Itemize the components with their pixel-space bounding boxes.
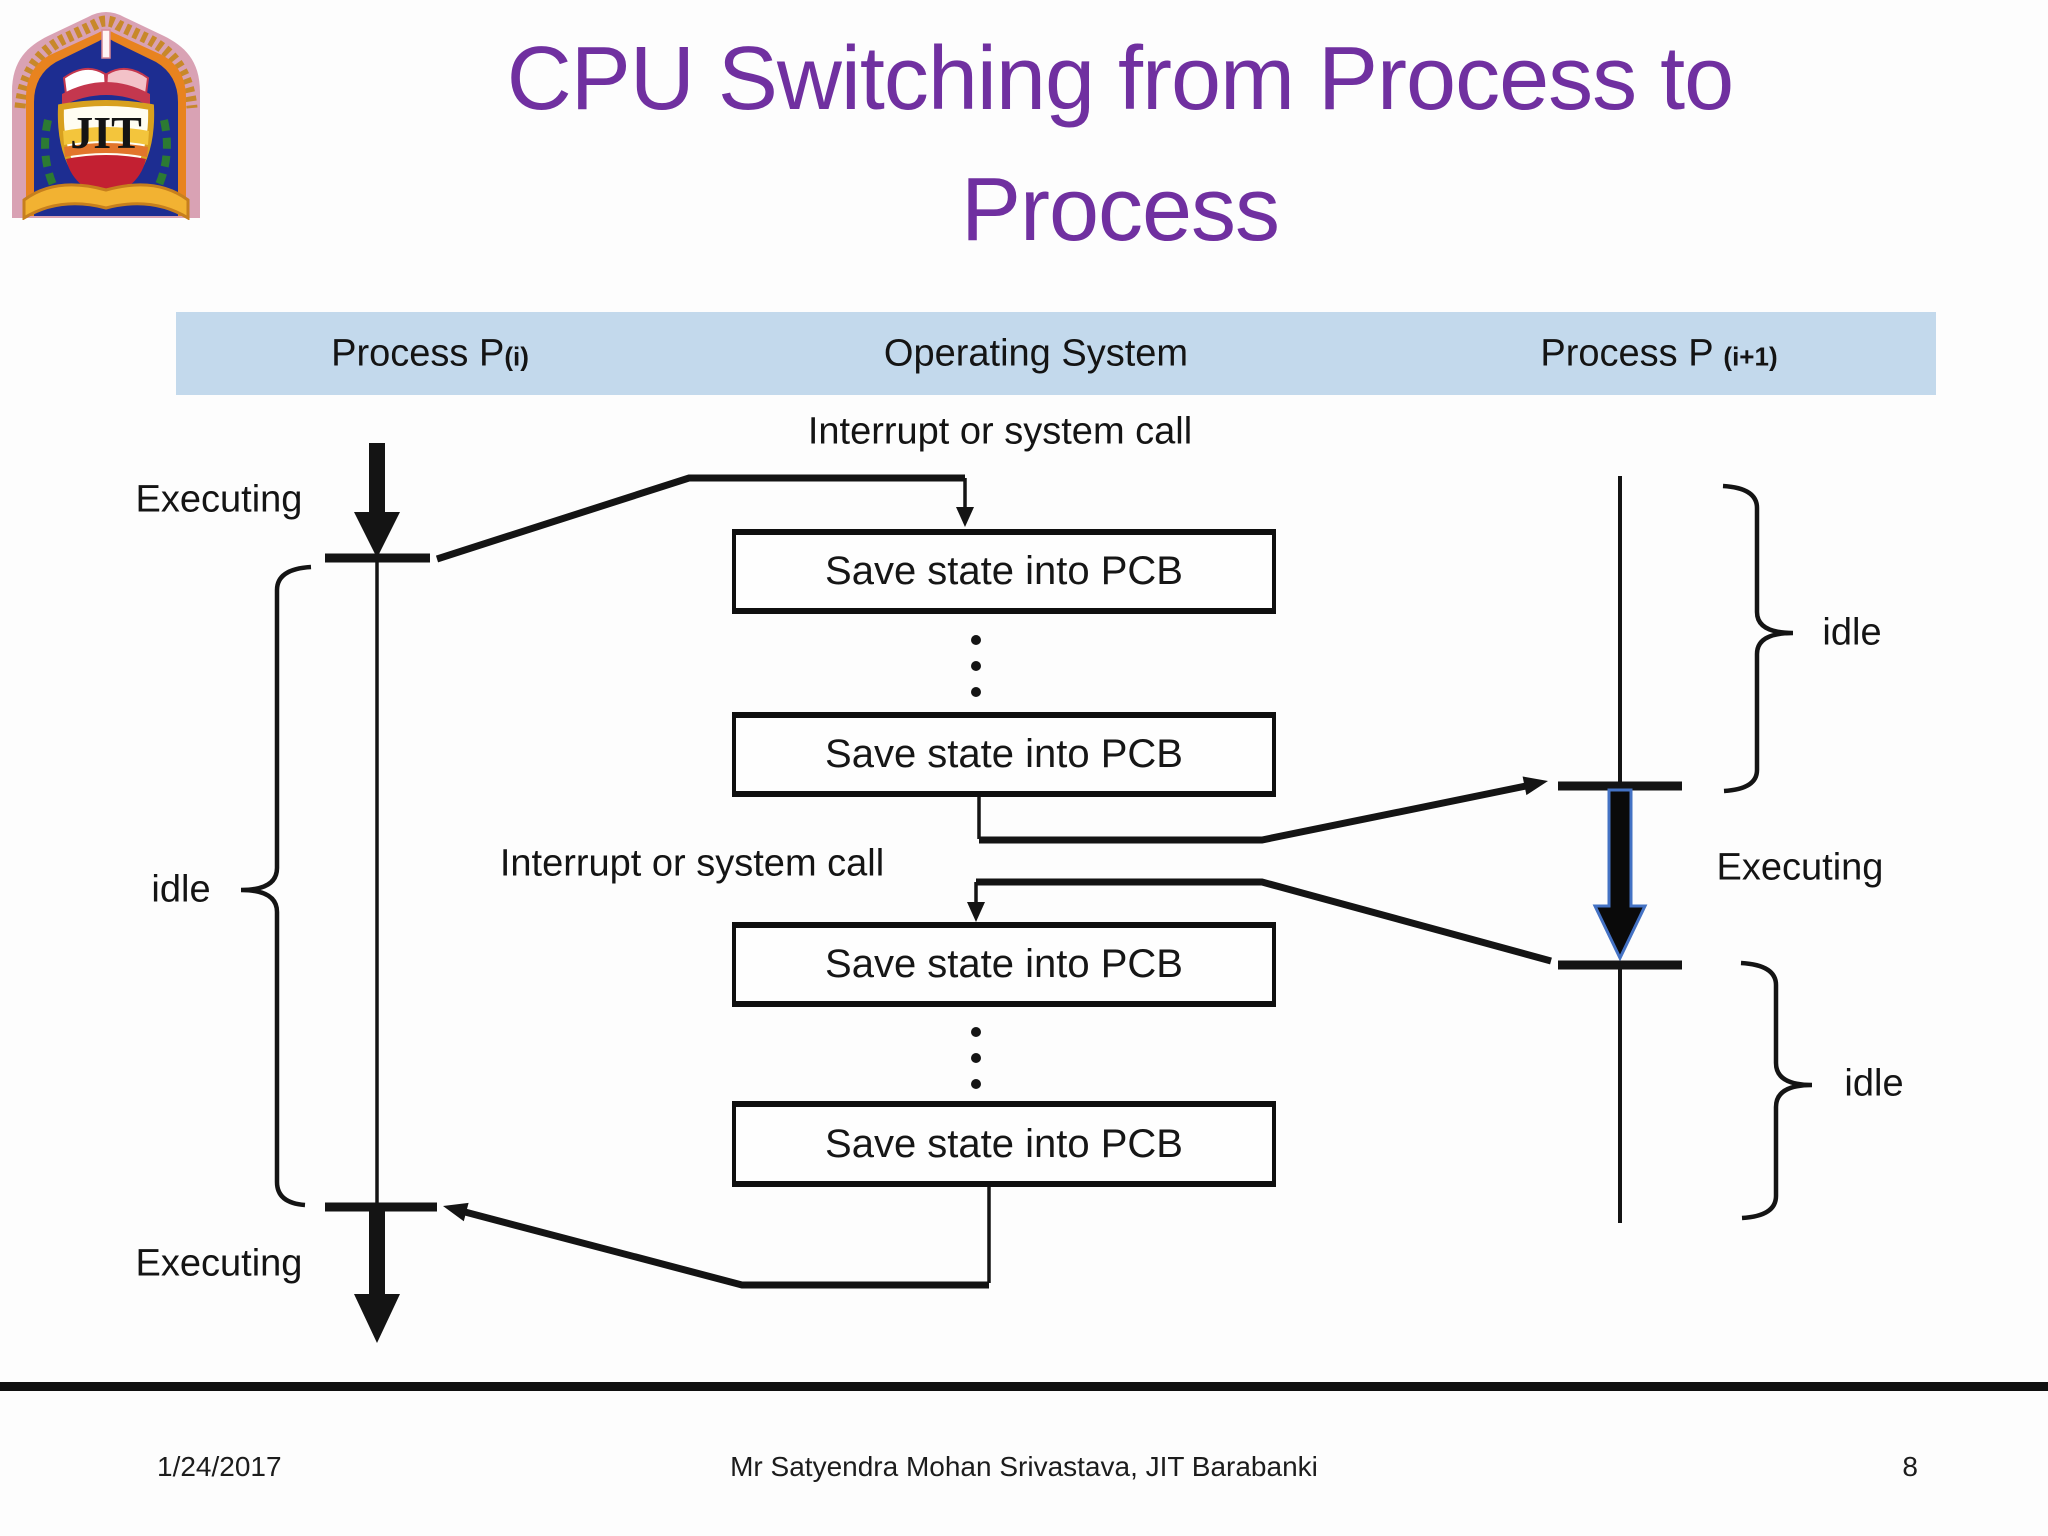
save-state-box-2: Save state into PCB bbox=[732, 712, 1276, 797]
slide-title-line1: CPU Switching from Process to bbox=[506, 29, 1734, 129]
column-header-os-text: Operating System bbox=[883, 332, 1189, 374]
footer-credit: Mr Satyendra Mohan Srivastava, JIT Barab… bbox=[730, 1451, 1318, 1482]
logo-ribbon bbox=[22, 183, 190, 220]
logo-book-base bbox=[62, 82, 150, 106]
column-header-process-i-sub: (i) bbox=[504, 341, 529, 371]
left-timeline-executing-arrow-top bbox=[354, 443, 400, 558]
logo-shield-band-orange bbox=[64, 143, 148, 157]
right-idle-brace-bottom bbox=[1740, 960, 1813, 1221]
left-idle-brace bbox=[240, 564, 312, 1208]
dispatch-path-right-arrowhead-icon bbox=[1522, 776, 1548, 796]
right-idle-brace-top bbox=[1722, 483, 1794, 794]
interrupt-path-2 bbox=[976, 878, 1552, 965]
column-header-process-i1-text: Process P bbox=[1540, 332, 1724, 374]
right-idle-label-bottom: idle bbox=[1844, 1062, 1904, 1105]
column-header-os: Operating System bbox=[884, 332, 1188, 375]
save-state-box-1-label: Save state into PCB bbox=[825, 549, 1183, 593]
left-idle-label: idle bbox=[151, 868, 211, 911]
save-state-box-4: Save state into PCB bbox=[732, 1101, 1276, 1187]
slide-title-line2: Process bbox=[960, 160, 1280, 260]
dispatch-path-left bbox=[464, 1208, 989, 1289]
right-timeline-executing-arrow bbox=[1592, 788, 1648, 962]
dispatch-path-left-arrowhead-icon bbox=[443, 1202, 469, 1222]
institution-logo-icon: JIT bbox=[12, 12, 200, 220]
column-header-process-i1: Process P (i+1) bbox=[1540, 332, 1777, 375]
logo-shield-band-gold bbox=[63, 127, 149, 145]
interrupt-label-top: Interrupt or system call bbox=[807, 410, 1193, 453]
footer-page-number: 8 bbox=[1902, 1451, 1918, 1482]
logo-gold-trim bbox=[14, 15, 198, 109]
logo-shield-red bbox=[66, 155, 146, 200]
logo-candle bbox=[101, 29, 111, 59]
dispatch-path-right bbox=[979, 782, 1527, 844]
interrupt-path-2-arrowhead-icon bbox=[967, 902, 985, 922]
column-header-process-i-text: Process P bbox=[331, 332, 505, 374]
right-executing-label: Executing bbox=[1716, 846, 1884, 889]
save-state-box-1: Save state into PCB bbox=[732, 529, 1276, 614]
interrupt-path-1 bbox=[435, 474, 965, 563]
footer-date: 1/24/2017 bbox=[157, 1451, 282, 1482]
slide-title: CPU Switching from Process to Process bbox=[210, 14, 2030, 276]
left-timeline-executing-arrow-bottom bbox=[354, 1207, 400, 1343]
save-state-box-2-label: Save state into PCB bbox=[825, 732, 1183, 776]
logo-monogram: JIT bbox=[70, 107, 142, 158]
right-idle-label-top: idle bbox=[1822, 611, 1882, 654]
save-state-box-4-label: Save state into PCB bbox=[825, 1121, 1183, 1166]
ellipsis-dots-bottom bbox=[971, 1027, 981, 1089]
interrupt-label-middle: Interrupt or system call bbox=[499, 842, 885, 885]
interrupt-path-1-arrowhead-icon bbox=[956, 507, 974, 527]
save-state-box-3: Save state into PCB bbox=[732, 922, 1276, 1007]
column-header-process-i: Process P(i) bbox=[331, 332, 529, 375]
column-header-process-i1-sub: (i+1) bbox=[1723, 341, 1778, 371]
footer-divider bbox=[0, 1382, 2048, 1391]
left-executing-label-top: Executing bbox=[135, 478, 303, 521]
ellipsis-dots-top bbox=[971, 635, 981, 697]
save-state-box-3-label: Save state into PCB bbox=[825, 942, 1183, 986]
column-header-bar: Process P(i) Operating System Process P … bbox=[176, 312, 1936, 395]
left-executing-label-bottom: Executing bbox=[135, 1242, 303, 1285]
